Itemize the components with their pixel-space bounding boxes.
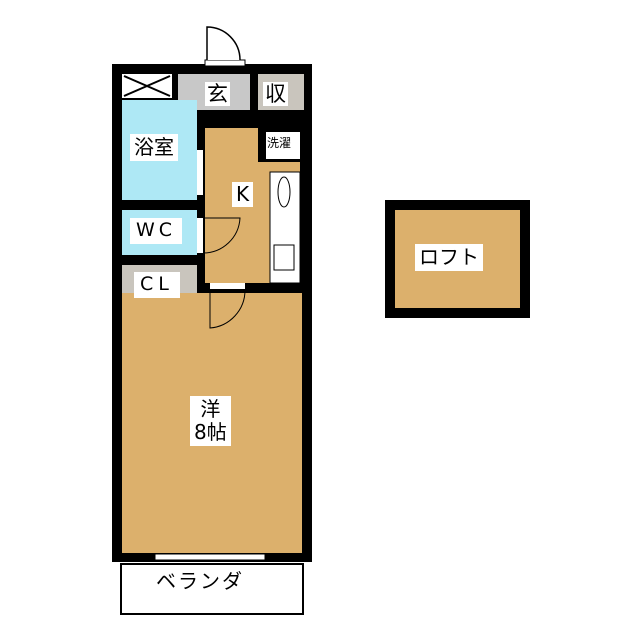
toilet-door [197, 218, 203, 253]
room-door [210, 283, 245, 289]
storage-label: 収 [263, 82, 288, 107]
entrance-door-frame [204, 59, 246, 67]
bathroom-label: 浴室 [130, 134, 178, 161]
balcony-label: ベランダ [156, 569, 244, 593]
sink-icon [273, 244, 295, 271]
room-door-swing [209, 289, 246, 329]
bathroom-door [197, 150, 203, 195]
entrance-label: 玄 [205, 82, 230, 107]
meter-box-cross-icon [123, 75, 171, 97]
kitchen-label: K [232, 182, 254, 207]
stove-icon [277, 176, 291, 208]
entrance-door-swing [206, 26, 241, 61]
loft-label: ロフト [415, 244, 483, 271]
western-room-label: 洋 8帖 [190, 396, 231, 446]
closet-label: CL [134, 272, 180, 298]
balcony-window [154, 553, 266, 561]
toilet-door-swing [202, 217, 241, 254]
laundry-label: 洗濯 [267, 136, 292, 151]
toilet-label: WC [130, 218, 183, 244]
